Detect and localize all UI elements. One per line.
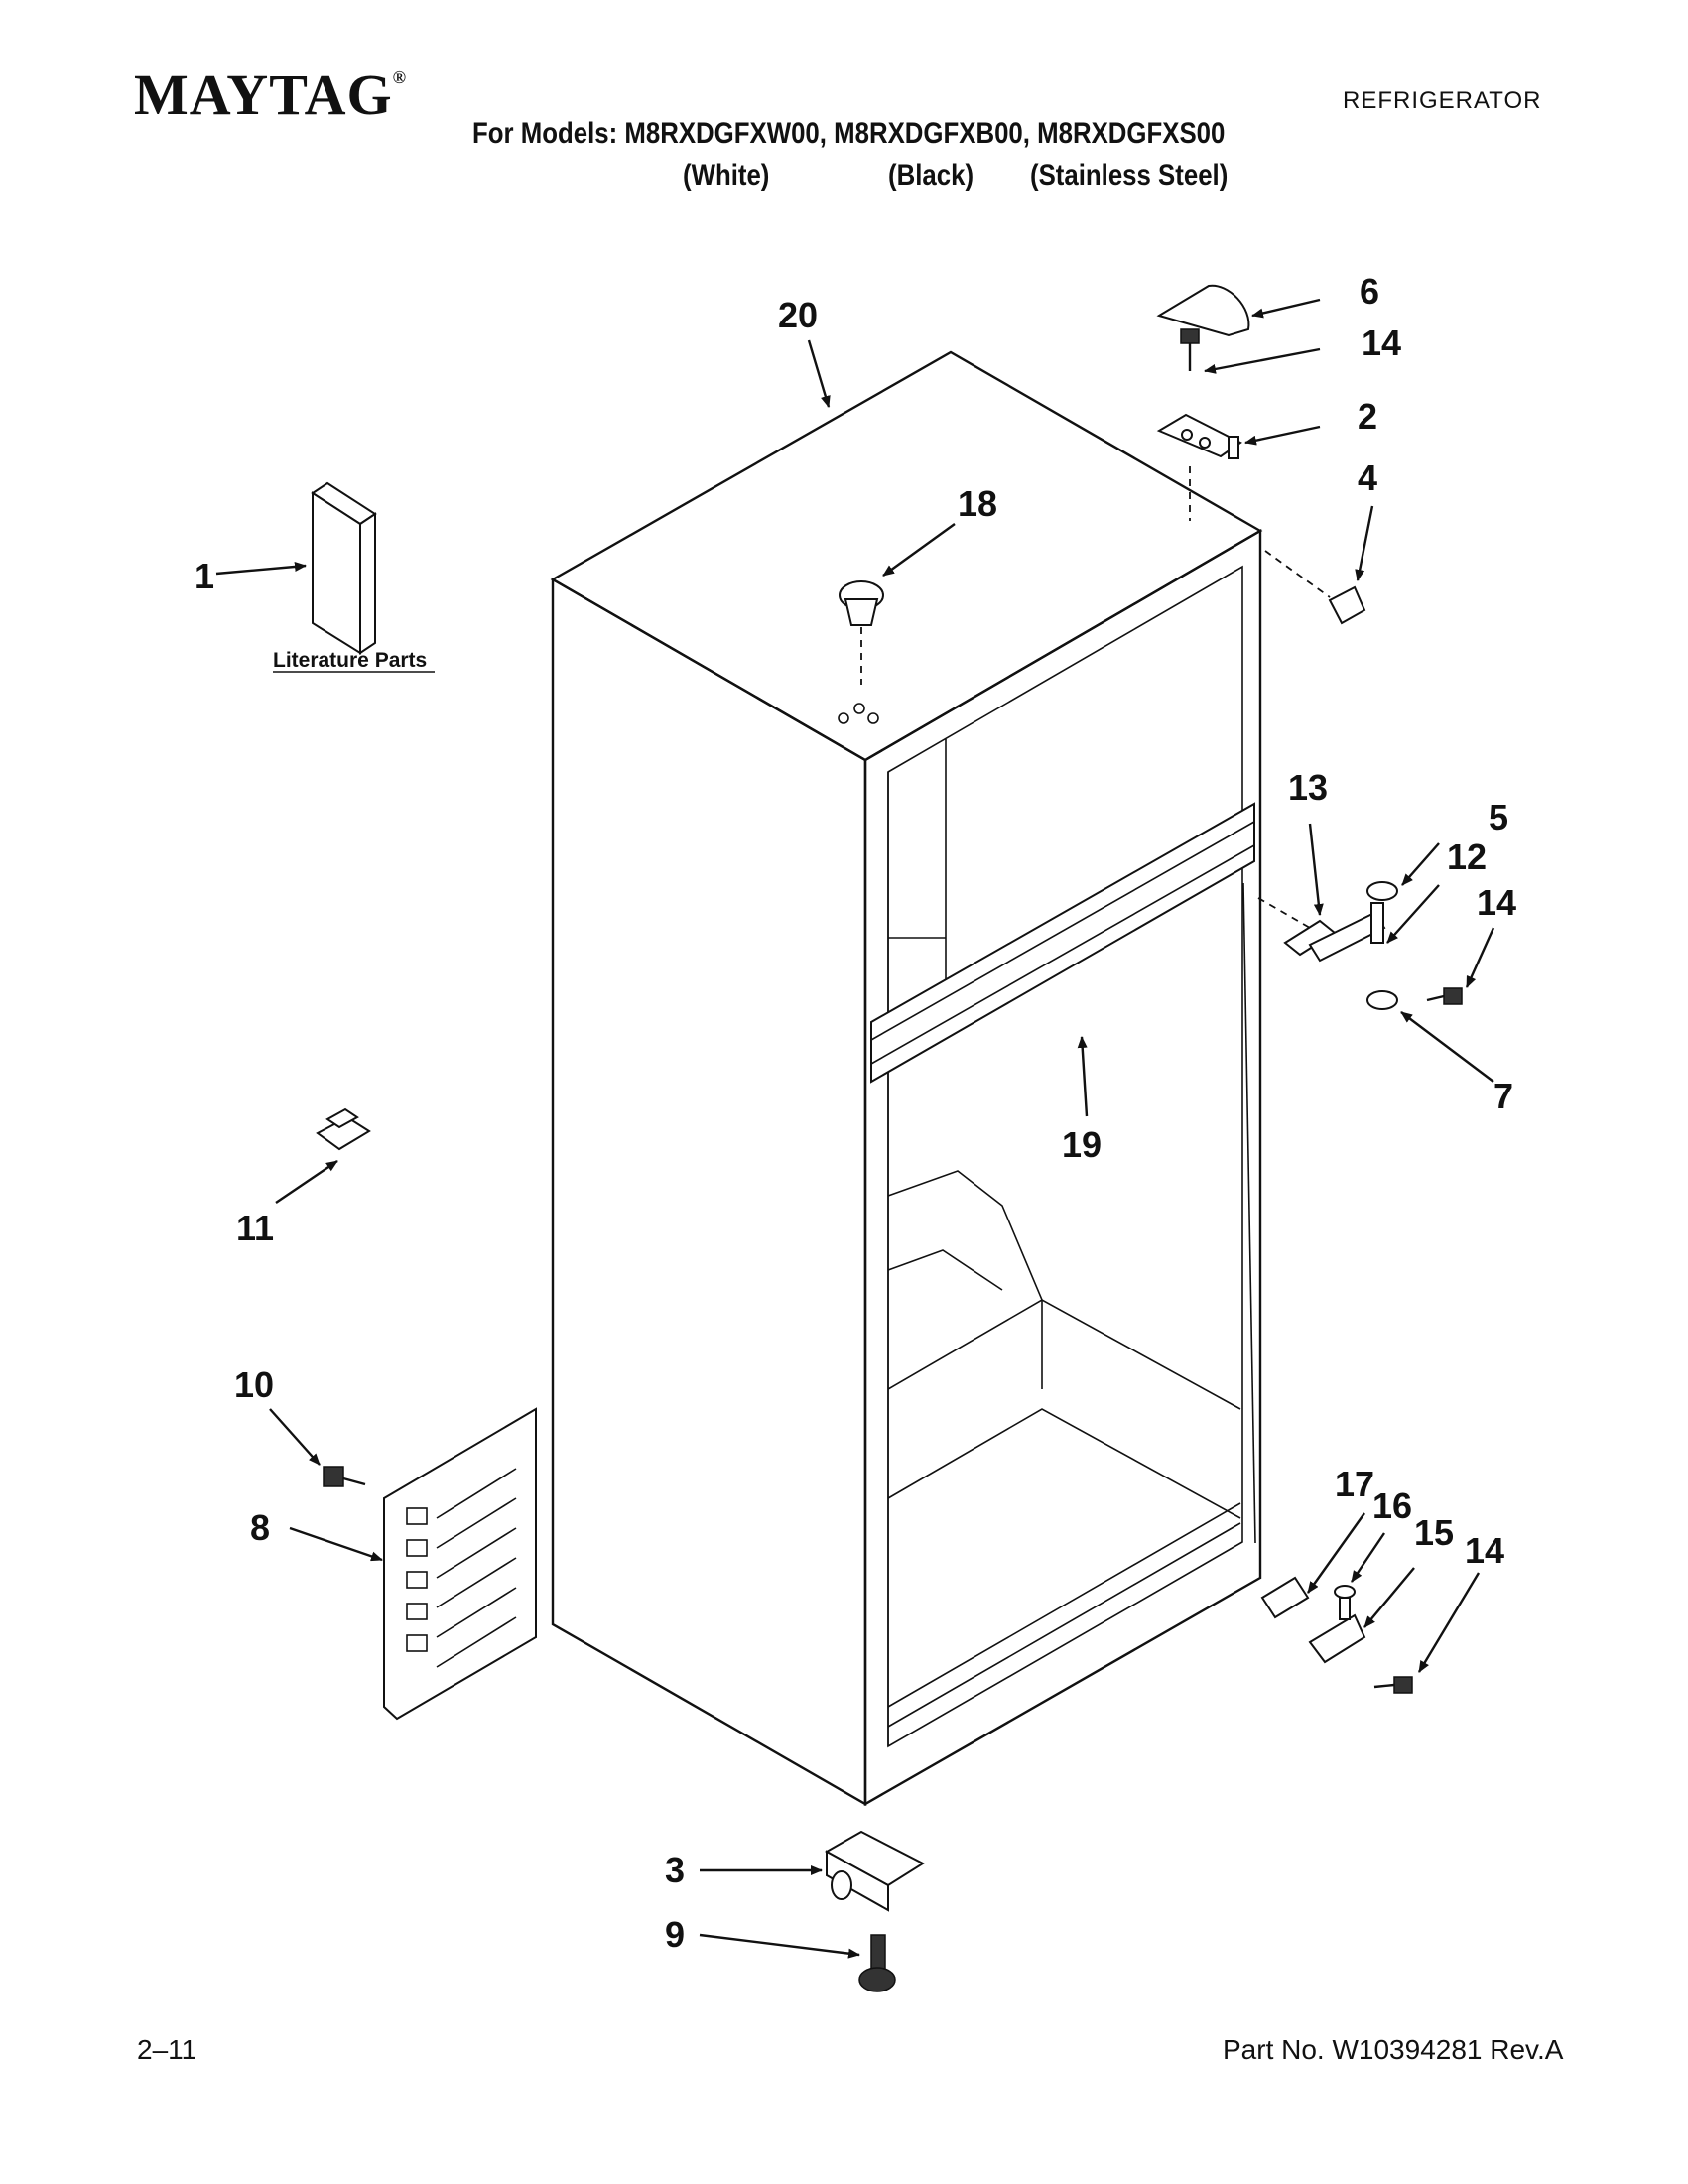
plug (839, 580, 884, 626)
leader-arrows (215, 298, 1495, 1959)
callout-14-bottom: 14 (1465, 1530, 1504, 1571)
screw (1180, 328, 1200, 371)
page-number: 2–11 (137, 2034, 197, 2065)
leveling-roller (824, 1830, 926, 1912)
callout-19: 19 (1062, 1124, 1102, 1165)
callout-12: 12 (1447, 836, 1487, 877)
callout-6: 6 (1360, 271, 1379, 312)
part-number: Part No. W10394281 Rev.A (1223, 2034, 1564, 2065)
callout-17: 17 (1335, 1464, 1374, 1504)
hinge (1283, 902, 1386, 963)
callout-7: 7 (1493, 1076, 1513, 1116)
callout-11: 11 (236, 1208, 274, 1248)
brand-name: MAYTAG (134, 63, 393, 127)
callout-2: 2 (1358, 396, 1377, 437)
variant-black: (Black) (888, 159, 974, 192)
brand-logo: MAYTAG® (134, 62, 407, 128)
callout-5: 5 (1489, 797, 1508, 837)
washer (1366, 990, 1398, 1010)
callout-14-middle: 14 (1477, 882, 1516, 923)
callout-14-top: 14 (1362, 322, 1401, 363)
washer (1366, 881, 1398, 901)
callout-3: 3 (665, 1850, 685, 1890)
screw (1426, 987, 1463, 1005)
screw (323, 1466, 366, 1487)
callout-15: 15 (1414, 1512, 1454, 1553)
callout-10: 10 (234, 1364, 274, 1405)
callout-8: 8 (250, 1507, 270, 1548)
callout-9: 9 (665, 1914, 685, 1955)
callout-1: 1 (195, 556, 214, 596)
variant-stainless: (Stainless Steel) (1030, 159, 1229, 192)
clip (316, 1107, 371, 1151)
models-line: For Models: M8RXDGFXW00, M8RXDGFXB00, M8… (472, 117, 1226, 150)
brand-registered-mark: ® (392, 67, 408, 87)
leveling-leg (858, 1934, 896, 1992)
callout-18: 18 (958, 483, 997, 524)
callout-16: 16 (1372, 1485, 1412, 1526)
callout-4: 4 (1358, 457, 1377, 498)
refrigerator-cabinet-outline (550, 350, 1263, 1807)
cap (1328, 585, 1366, 625)
callout-20: 20 (778, 295, 818, 335)
screw (1373, 1676, 1413, 1694)
hinge (1156, 413, 1242, 459)
machine-compartment-cover (383, 1407, 537, 1721)
hinge-cover (1156, 284, 1250, 337)
callout-13: 13 (1288, 767, 1328, 808)
literature-booklet (311, 481, 377, 655)
literature-parts-label: Literature Parts (273, 649, 427, 672)
variant-white: (White) (683, 159, 770, 192)
hinge (1260, 1576, 1366, 1664)
document-type: REFRIGERATOR (1343, 87, 1542, 114)
